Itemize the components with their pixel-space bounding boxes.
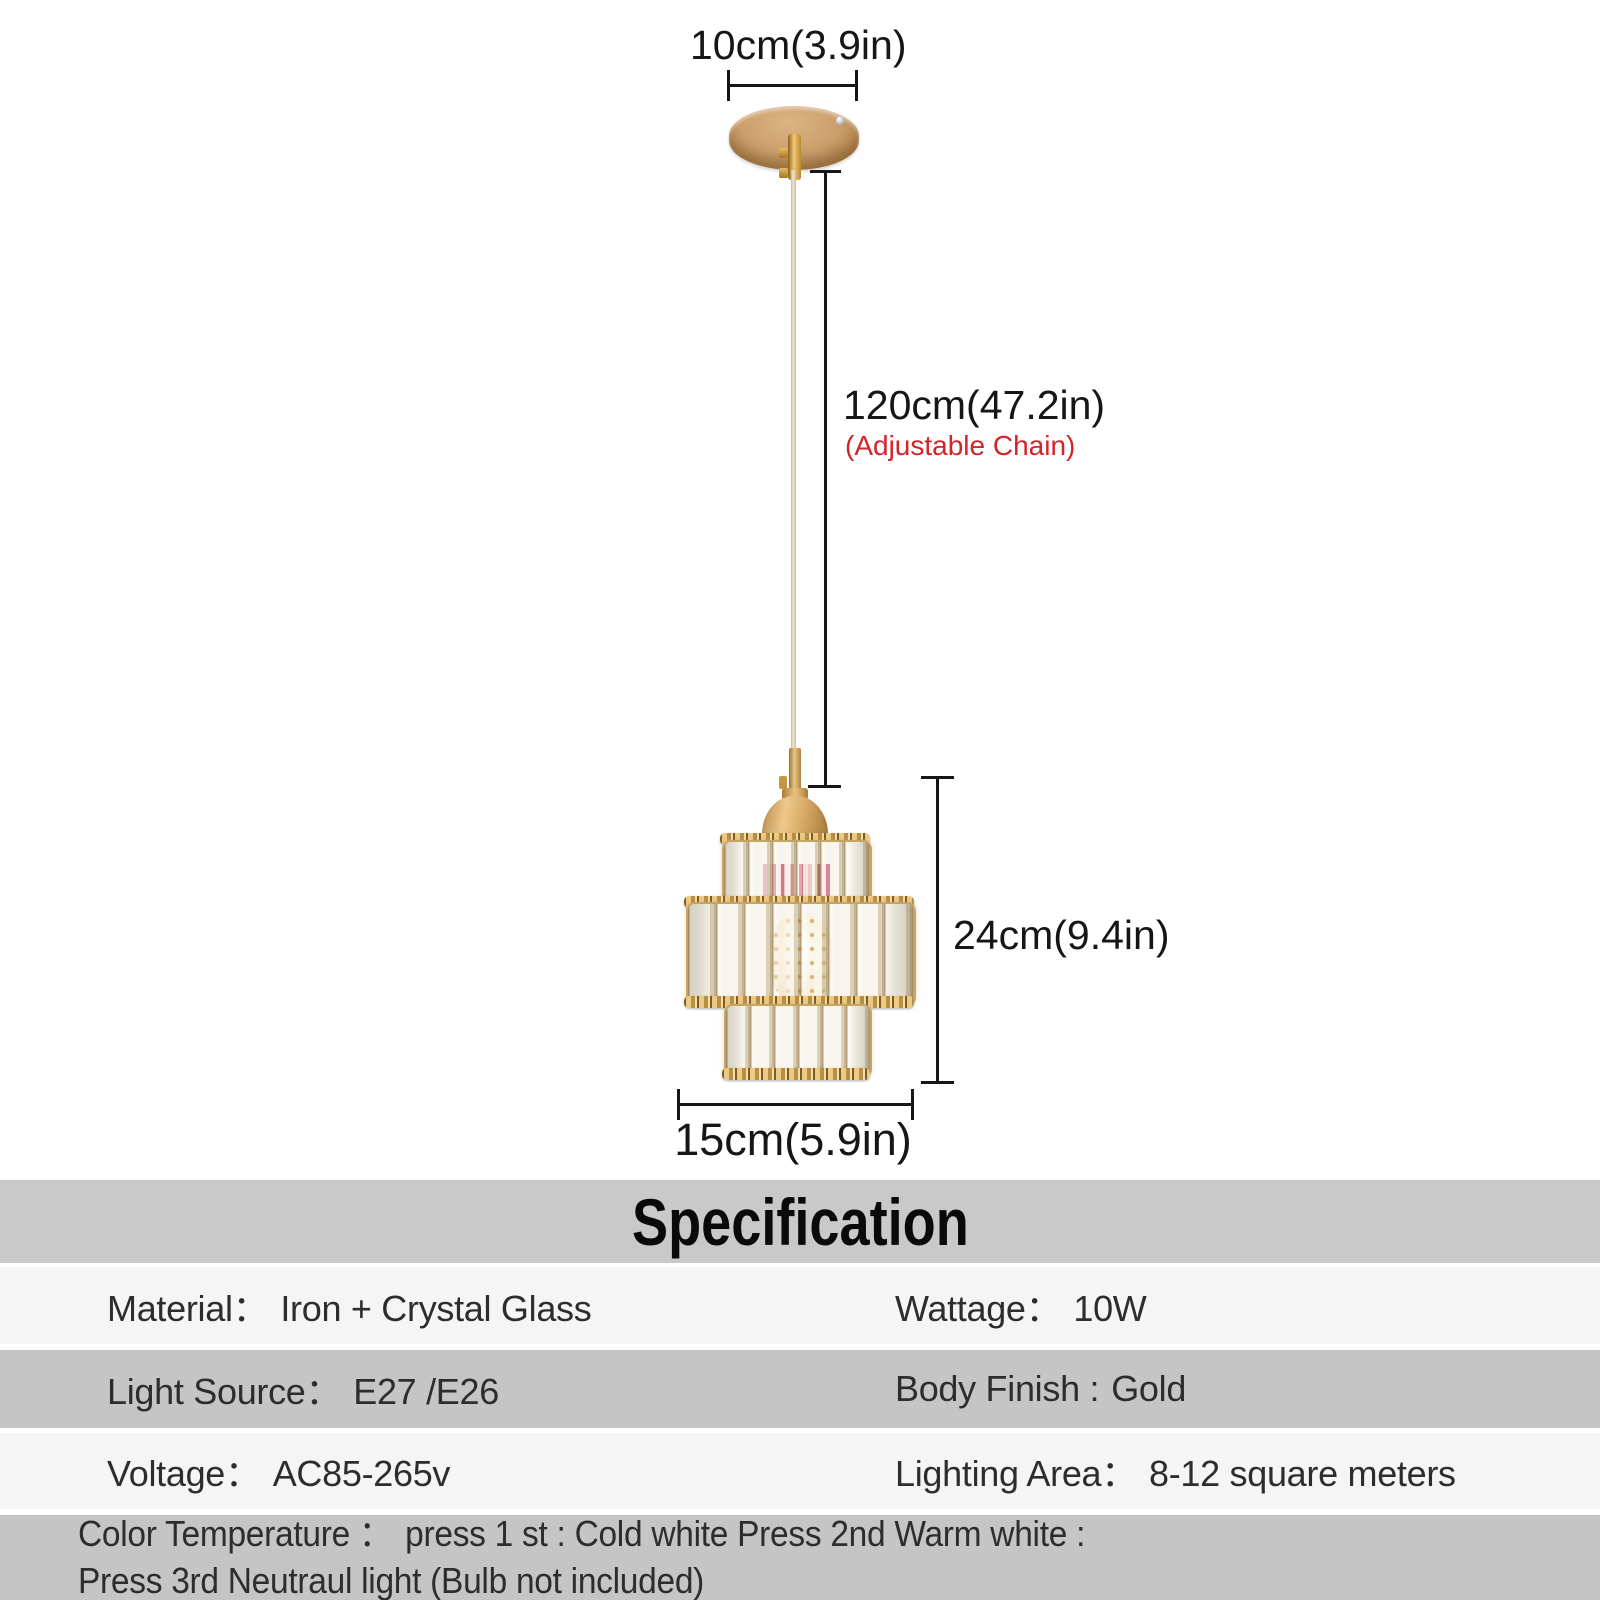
- shade-height-dimension-label: 24cm(9.4in): [953, 912, 1170, 958]
- body-finish-value: Gold: [1111, 1368, 1187, 1409]
- voltage-value: AC85-265v: [272, 1453, 451, 1494]
- shade-width-tick-left: [677, 1089, 680, 1120]
- color-temperature-label: Color Temperature ：: [78, 1512, 393, 1554]
- wattage-cell: Wattage： 10W: [895, 1280, 1147, 1332]
- cylinder-shading: [726, 1006, 870, 1076]
- color-temperature-line1: Color Temperature ： press 1 st : Cold whi…: [78, 1510, 1585, 1558]
- adjustable-chain-note: (Adjustable Chain): [845, 430, 1076, 461]
- wattage-label: Wattage：: [895, 1287, 1062, 1329]
- cord-grip-tab: [779, 168, 788, 178]
- voltage-cell: Voltage： AC85-265v: [107, 1445, 450, 1497]
- lamp-stem: [789, 748, 801, 800]
- cylinder-shading: [688, 904, 914, 1004]
- spec-row-material-wattage: Material： Iron + Crystal Glass Wattage： 10…: [0, 1267, 1600, 1344]
- color-temperature-value: press 1 st : Cold white Press 2nd Warm w…: [405, 1512, 1086, 1554]
- lighting-area-cell: Lighting Area： 8-12 square meters: [895, 1445, 1456, 1497]
- canopy-width-tick-left: [727, 70, 730, 101]
- material-value: Iron + Crystal Glass: [280, 1287, 592, 1329]
- crystal-tier-bottom: [724, 1004, 872, 1078]
- spec-row-color-temperature: Color Temperature ： press 1 st : Cold whi…: [0, 1513, 1600, 1600]
- cord-length-tick-top: [810, 170, 841, 173]
- voltage-label: Voltage：: [107, 1453, 261, 1494]
- shade-width-dimension-line: [678, 1103, 914, 1106]
- light-source-value: E27 /E26: [353, 1371, 499, 1412]
- color-temperature-cell: Color Temperature ： press 1 st : Cold whi…: [78, 1510, 1585, 1600]
- lighting-area-value: 8-12 square meters: [1148, 1453, 1456, 1494]
- body-finish-cell: Body Finish : Gold: [895, 1368, 1186, 1410]
- shade-width-dimension-label: 15cm(5.9in): [674, 1114, 912, 1165]
- canopy-width-dimension-line: [727, 84, 858, 87]
- canopy-width-dimension-label: 10cm(3.9in): [690, 22, 907, 68]
- lighting-area-label: Lighting Area：: [895, 1453, 1137, 1494]
- specification-header: Specification: [0, 1180, 1600, 1263]
- light-source-label: Light Source：: [107, 1371, 342, 1412]
- hanging-cord: [791, 170, 796, 770]
- shade-width-tick-right: [911, 1089, 914, 1120]
- shade-height-dimension-line: [936, 777, 939, 1083]
- crystal-ribs: [724, 842, 870, 904]
- crystal-tier-top: [722, 840, 872, 906]
- cord-length-dimension-label: 120cm(47.2in): [843, 382, 1106, 428]
- cord-grip-tab: [779, 148, 788, 158]
- spec-row-voltage-lightingarea: Voltage： AC85-265v Lighting Area： 8-12 squ…: [0, 1433, 1600, 1509]
- canopy-screw: [836, 116, 845, 125]
- stem-screw: [779, 776, 787, 789]
- cord-length-dimension-line: [824, 171, 827, 788]
- shade-height-tick-bottom: [921, 1081, 954, 1084]
- gold-trim-bottom: [722, 1068, 870, 1080]
- canopy-width-tick-right: [855, 70, 858, 101]
- cord-length-tick-bottom: [808, 785, 841, 788]
- crystal-ribs: [688, 904, 914, 1004]
- canopy-cord-grip: [788, 134, 801, 180]
- crystal-tier-middle: [686, 902, 916, 1006]
- light-source-cell: Light Source： E27 /E26: [107, 1363, 499, 1415]
- material-cell: Material： Iron + Crystal Glass: [107, 1280, 592, 1332]
- wattage-value: 10W: [1073, 1287, 1147, 1329]
- material-label: Material：: [107, 1287, 269, 1329]
- color-temperature-line2: Press 3rd Neutraul light (Bulb not inclu…: [78, 1560, 705, 1600]
- shade-height-tick-top: [921, 776, 954, 779]
- cylinder-shading: [724, 842, 870, 904]
- body-finish-label: Body Finish :: [895, 1368, 1100, 1409]
- specification-title: Specification: [631, 1184, 969, 1259]
- spec-row-lightsource-bodyfinish: Light Source： E27 /E26 Body Finish : Gold: [0, 1350, 1600, 1428]
- crystal-ribs: [726, 1006, 870, 1076]
